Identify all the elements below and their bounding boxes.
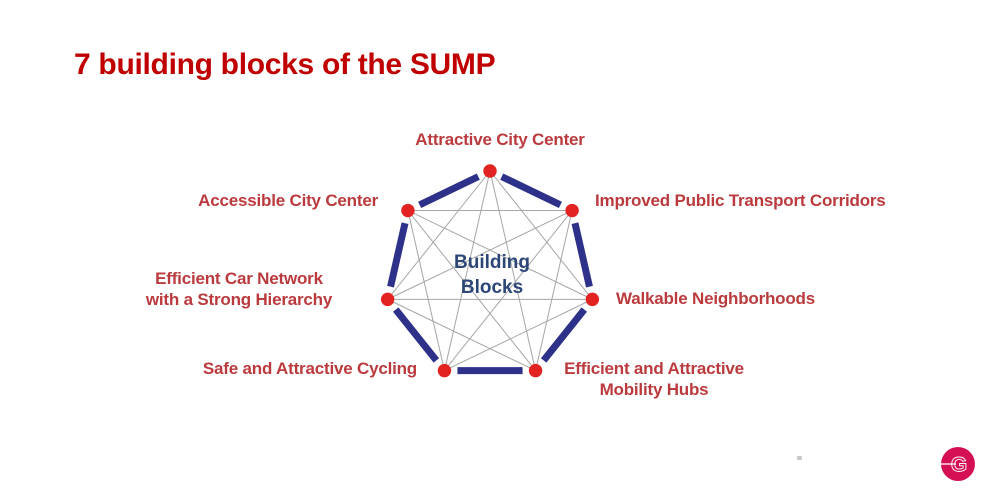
node-label-improved-public-transport-corridors: Improved Public Transport Corridors — [595, 190, 915, 211]
vertex-dot-accessible-city-center — [401, 203, 415, 218]
slide-title: 7 building blocks of the SUMP — [74, 48, 496, 81]
diagonal-connector-line — [387, 210, 573, 300]
vertex-dot-walkable-neighborhoods — [585, 292, 600, 307]
center-label-line: Building — [454, 252, 530, 273]
vertex-dot-attractive-city-center — [483, 164, 497, 178]
diagonal-connector-line — [407, 210, 593, 300]
node-label-line: Mobility Hubs — [599, 380, 709, 399]
node-label-walkable-neighborhoods: Walkable Neighborhoods — [616, 288, 916, 309]
node-label-line: Improved Public Transport Corridors — [595, 191, 886, 210]
diagonal-connector-line — [407, 210, 445, 371]
heptagon-edge — [500, 173, 562, 209]
node-label-line: Walkable Neighborhoods — [616, 289, 815, 308]
heptagon-edge — [387, 222, 409, 288]
node-label-accessible-city-center: Accessible City Center — [78, 190, 378, 211]
center-label-line: Blocks — [460, 277, 524, 298]
diagonal-connector-line — [535, 210, 573, 371]
vertex-dot-efficient-and-attractive-mobility-hubs — [528, 363, 543, 378]
node-label-line: Accessible City Center — [198, 191, 378, 210]
diagram-center-label: Building Blocks — [440, 250, 544, 300]
node-label-efficient-and-attractive-mobility-hubs: Efficient and Attractive Mobility Hubs — [504, 358, 804, 400]
diagonal-connector-line — [444, 298, 593, 372]
node-label-safe-and-attractive-cycling: Safe and Attractive Cycling — [117, 358, 417, 379]
node-label-line: with a Strong Hierarchy — [145, 290, 333, 309]
diagonal-connector-line — [489, 170, 537, 371]
diagonal-connector-line — [489, 170, 593, 300]
diagonal-connector-line — [387, 298, 536, 372]
node-label-line: Safe and Attractive Cycling — [202, 359, 417, 378]
vertex-dot-safe-and-attractive-cycling — [437, 363, 452, 378]
heptagon-edge — [571, 222, 593, 288]
node-label-line: Efficient Car Network — [155, 269, 323, 288]
heptagon-edge — [393, 307, 440, 363]
diagonal-connector-line — [443, 170, 491, 371]
vertex-dot-efficient-car-network — [380, 292, 395, 307]
diagonal-connector-line — [407, 210, 536, 371]
vertex-dot-improved-public-transport-corridors — [565, 203, 579, 218]
node-label-line: Efficient and Attractive — [564, 359, 744, 378]
node-label-line: Attractive City Center — [415, 130, 585, 149]
heptagon-edge — [418, 173, 480, 209]
heptagon-edge — [540, 307, 587, 363]
diagonal-connector-line — [444, 210, 573, 371]
node-label-efficient-car-network: Efficient Car Network with a Strong Hier… — [89, 268, 389, 310]
logo-letter: G — [951, 454, 967, 477]
diagonal-connector-line — [387, 170, 491, 300]
logo: G — [939, 445, 977, 483]
node-label-attractive-city-center: Attractive City Center — [350, 129, 650, 150]
stray-mark — [797, 456, 802, 460]
logo-g-icon: G — [940, 447, 975, 481]
